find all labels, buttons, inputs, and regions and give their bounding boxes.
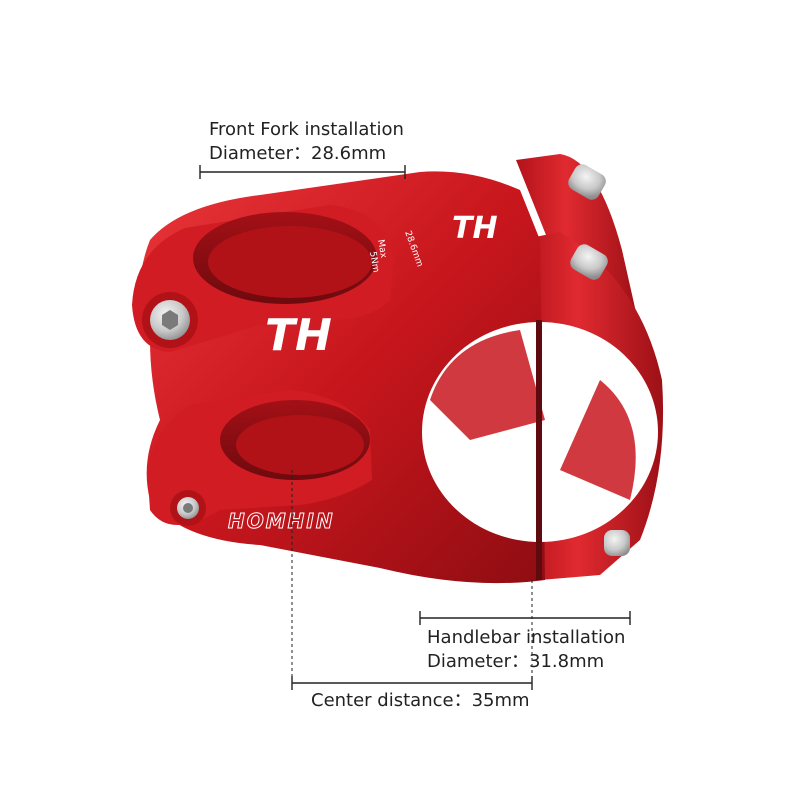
handlebar-dimension-line (419, 611, 631, 625)
fork-annotation-value: Diameter：28.6mm (209, 143, 387, 164)
fork-diameter-annotation: Front Fork installation Diameter：28.6mm (209, 118, 404, 166)
handlebar-annotation-title: Handlebar installation (427, 627, 626, 648)
fork-dimension-line (199, 165, 406, 179)
center-guide-lines (291, 470, 533, 676)
center-distance-annotation: Center distance：35mm (311, 689, 530, 713)
fork-bore-lower-inner (236, 415, 364, 475)
center-annotation-value: Center distance：35mm (311, 690, 530, 711)
center-dimension-line (291, 676, 533, 690)
fork-annotation-title: Front Fork installation (209, 119, 404, 140)
svg-text:HOMHIN: HOMHIN (228, 509, 335, 533)
homhin-brand-engraving: HOMHIN (228, 509, 335, 534)
handlebar-annotation-value: Diameter：31.8mm (427, 651, 605, 672)
handlebar-bore-inner-right (560, 380, 636, 500)
faceplate-bolt-bottom (604, 530, 630, 556)
svg-text:Max: Max (375, 239, 388, 260)
pinch-bolt-lower (170, 490, 206, 526)
handlebar-bore-shadow (430, 330, 545, 440)
faceplate-bolt-middle (570, 244, 608, 280)
svg-text:5Nm: 5Nm (367, 251, 381, 274)
th-logo-top: TH (452, 211, 498, 246)
clamp-split (536, 320, 542, 580)
handlebar-diameter-annotation: Handlebar installation Diameter：31.8mm (427, 626, 625, 674)
fork-bore-upper-inner (208, 226, 372, 298)
svg-text:TH: TH (265, 310, 332, 361)
th-logo-side: TH (265, 310, 332, 361)
svg-text:TH: TH (452, 211, 498, 246)
faceplate-bolt-top (568, 164, 606, 200)
pinch-bolt-upper (142, 292, 198, 348)
